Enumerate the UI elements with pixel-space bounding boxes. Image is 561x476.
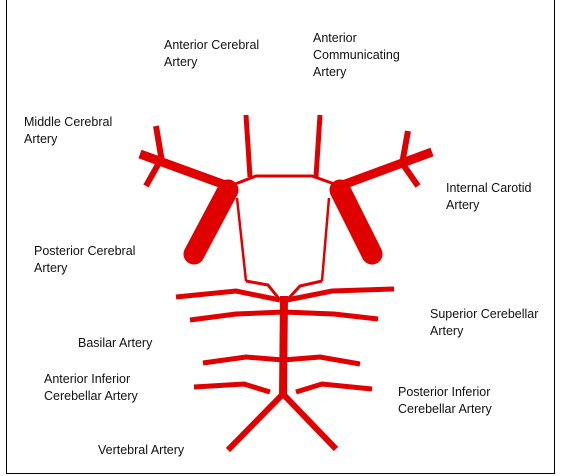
label-basilar-artery: Basilar Artery — [78, 335, 152, 352]
basilar-artery — [283, 296, 284, 396]
label-anterior-cerebral-artery: Anterior Cerebral Artery — [164, 37, 259, 71]
anterior-cerebral-arteries — [246, 115, 320, 177]
label-middle-cerebral-artery: Middle Cerebral Artery — [24, 114, 112, 148]
label-posterior-inferior-cerebellar-artery: Posterior Inferior Cerebellar Artery — [398, 384, 492, 418]
label-anterior-communicating-artery: Anterior Communicating Artery — [313, 30, 400, 81]
middle-cerebral-artery-right — [340, 131, 432, 186]
vertebral-arteries — [228, 394, 336, 450]
label-internal-carotid-artery: Internal Carotid Artery — [446, 180, 531, 214]
middle-cerebral-artery-left — [140, 126, 228, 186]
label-anterior-inferior-cerebellar-artery: Anterior Inferior Cerebellar Artery — [44, 371, 138, 405]
label-vertebral-artery: Vertebral Artery — [98, 442, 184, 459]
posterior-communicating-arteries — [237, 198, 329, 281]
label-superior-cerebellar-artery: Superior Cerebellar Artery — [430, 306, 538, 340]
label-posterior-cerebral-artery: Posterior Cerebral Artery — [34, 243, 135, 277]
anterior-communicating-artery — [230, 176, 340, 186]
internal-carotid-arteries — [194, 190, 372, 254]
